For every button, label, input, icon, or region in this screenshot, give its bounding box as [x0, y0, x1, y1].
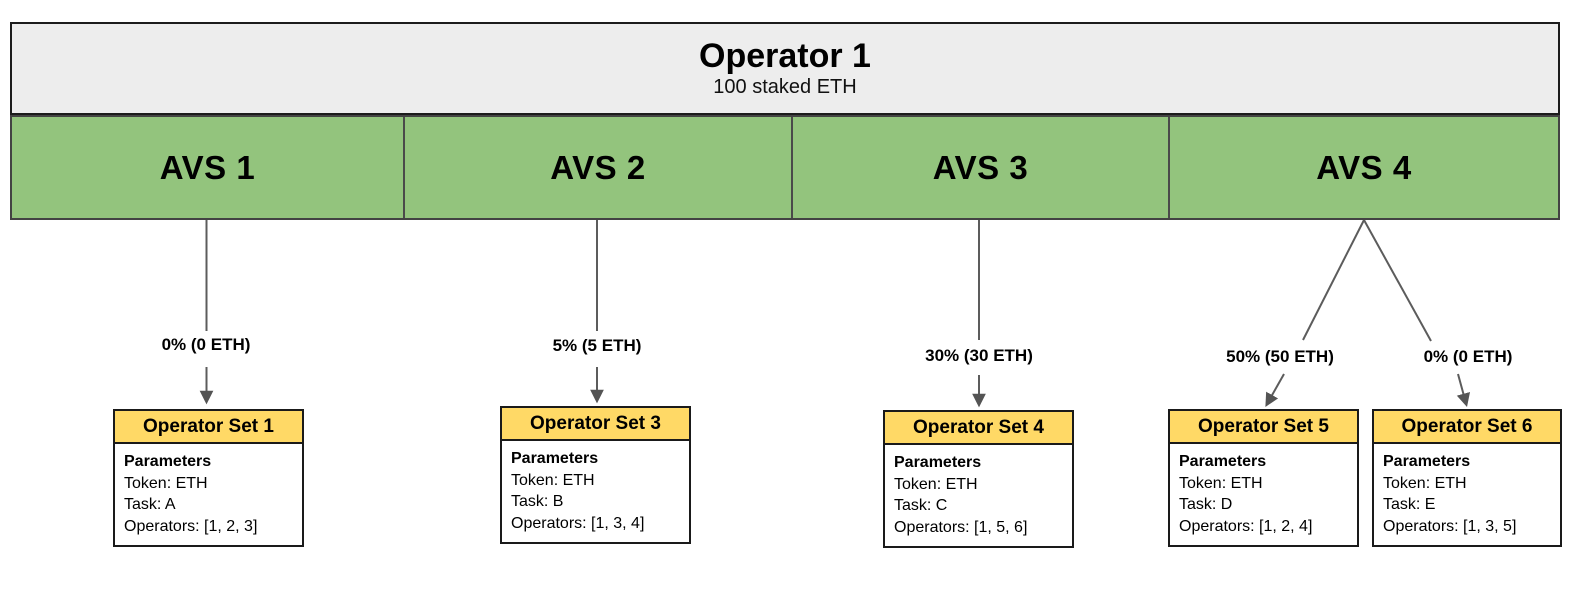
operator-set-4-params: Parameters Token: ETH Task: C Operators:… [885, 445, 1072, 538]
avs-cell-2: AVS 2 [405, 117, 793, 218]
param-operators: Operators: [1, 5, 6] [894, 518, 1028, 536]
params-heading: Parameters [511, 450, 599, 467]
param-token: Token: ETH [511, 471, 595, 489]
avs-label-4: AVS 4 [1316, 148, 1412, 186]
param-task: Task: E [1383, 496, 1436, 513]
operator-set-3-params: Parameters Token: ETH Task: B Operators:… [502, 441, 689, 534]
operator-set-5-params: Parameters Token: ETH Task: D Operators:… [1170, 444, 1357, 537]
avs-cell-1: AVS 1 [12, 117, 405, 218]
operator-set-4-title: Operator Set 4 [885, 412, 1072, 445]
param-token: Token: ETH [894, 475, 978, 493]
params-heading: Parameters [894, 454, 982, 471]
avs-row: AVS 1 AVS 2 AVS 3 AVS 4 [10, 115, 1560, 220]
avs-label-1: AVS 1 [159, 148, 256, 186]
params-heading: Parameters [124, 453, 212, 470]
arrow-avs4-to-set5-upper [1302, 219, 1365, 341]
operator-box: Operator 1 100 staked ETH [10, 22, 1560, 115]
param-operators: Operators: [1, 3, 4] [511, 514, 645, 532]
params-heading: Parameters [1383, 453, 1471, 470]
allocation-label-avs4-set5: 50% (50 ETH) [1223, 347, 1337, 367]
param-task: Task: B [511, 493, 564, 510]
operator-set-4-box: Operator Set 4 Parameters Token: ETH Tas… [883, 410, 1074, 548]
param-task: Task: C [894, 497, 948, 514]
arrow-avs4-to-set5-lower [1265, 373, 1285, 407]
param-token: Token: ETH [124, 474, 208, 492]
operator-set-3-title: Operator Set 3 [502, 408, 689, 441]
operator-set-6-title: Operator Set 6 [1374, 411, 1560, 444]
avs-label-2: AVS 2 [550, 148, 646, 186]
param-token: Token: ETH [1383, 474, 1467, 492]
param-operators: Operators: [1, 3, 5] [1383, 517, 1517, 535]
operator-set-1-params: Parameters Token: ETH Task: A Operators:… [115, 444, 302, 537]
arrow-avs4-to-set6-upper [1363, 219, 1432, 342]
operator-set-6-params: Parameters Token: ETH Task: E Operators:… [1374, 444, 1560, 537]
avs-cell-3: AVS 3 [793, 117, 1170, 218]
param-token: Token: ETH [1179, 474, 1263, 492]
arrow-avs4-to-set6-lower [1456, 373, 1471, 408]
params-heading: Parameters [1179, 453, 1267, 470]
operator-set-6-box: Operator Set 6 Parameters Token: ETH Tas… [1372, 409, 1562, 547]
operator-set-5-box: Operator Set 5 Parameters Token: ETH Tas… [1168, 409, 1359, 547]
param-operators: Operators: [1, 2, 3] [124, 517, 258, 535]
param-task: Task: D [1179, 496, 1233, 513]
allocation-label-avs1: 0% (0 ETH) [158, 335, 254, 355]
allocation-label-avs2: 5% (5 ETH) [549, 336, 645, 356]
operator-stake: 100 staked ETH [713, 76, 857, 99]
operator-set-1-title: Operator Set 1 [115, 411, 302, 444]
allocation-label-avs3: 30% (30 ETH) [922, 346, 1036, 366]
operator-set-3-box: Operator Set 3 Parameters Token: ETH Tas… [500, 406, 691, 544]
operator-set-5-title: Operator Set 5 [1170, 411, 1357, 444]
operator-title: Operator 1 [699, 36, 871, 75]
allocation-label-avs4-set6: 0% (0 ETH) [1420, 347, 1516, 367]
avs-label-3: AVS 3 [932, 148, 1029, 186]
avs-cell-4: AVS 4 [1170, 117, 1558, 218]
param-operators: Operators: [1, 2, 4] [1179, 517, 1313, 535]
param-task: Task: A [124, 496, 176, 513]
operator-set-1-box: Operator Set 1 Parameters Token: ETH Tas… [113, 409, 304, 547]
